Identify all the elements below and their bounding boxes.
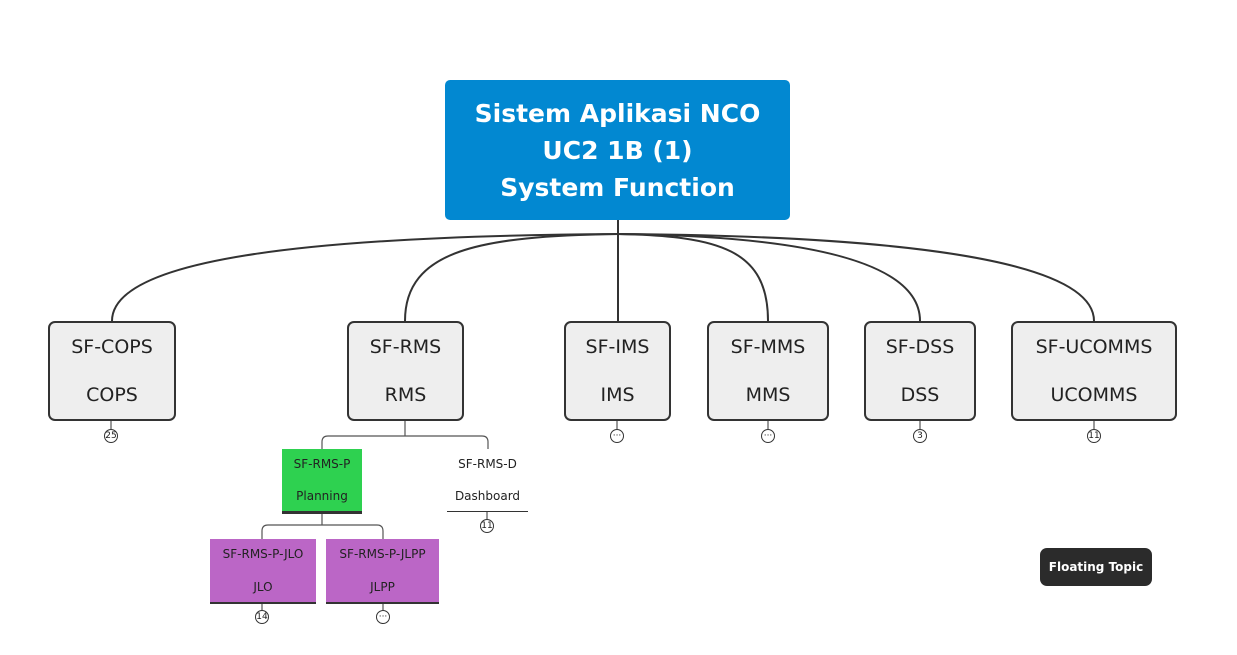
- floating-topic[interactable]: Floating Topic: [1040, 548, 1152, 586]
- topic-sf-ucomms[interactable]: SF-UCOMMS UCOMMS: [1011, 321, 1177, 421]
- topic-sf-ims[interactable]: SF-IMS IMS: [564, 321, 671, 421]
- connector-rms: [404, 233, 619, 322]
- collapsed-count-badge[interactable]: 14: [255, 610, 269, 624]
- subtopic-code: SF-RMS-P: [293, 457, 351, 471]
- subtopic-sf-rms-d[interactable]: SF-RMS-D Dashboard: [447, 449, 528, 512]
- topic-name: COPS: [86, 384, 138, 406]
- connector-ucomms: [617, 233, 1095, 322]
- central-topic[interactable]: Sistem Aplikasi NCO UC2 1B (1) System Fu…: [445, 80, 790, 220]
- topic-code: SF-UCOMMS: [1035, 336, 1153, 358]
- central-topic-line-1: Sistem Aplikasi NCO: [474, 98, 761, 128]
- subtopic-sf-rms-p-jlpp[interactable]: SF-RMS-P-JLPP JLPP: [326, 539, 439, 604]
- subtopic-sf-rms-p[interactable]: SF-RMS-P Planning: [282, 449, 362, 514]
- collapsed-ellipsis-badge[interactable]: ···: [376, 610, 390, 624]
- topic-sf-dss[interactable]: SF-DSS DSS: [864, 321, 976, 421]
- collapsed-count-badge[interactable]: 3: [913, 429, 927, 443]
- subtopic-name: JLO: [253, 580, 273, 594]
- connector-planning-children: [261, 514, 384, 539]
- connector-mms: [617, 233, 769, 322]
- subtopic-sf-rms-p-jlo[interactable]: SF-RMS-P-JLO JLO: [210, 539, 316, 604]
- subtopic-name: Dashboard: [454, 489, 521, 503]
- subtopic-code: SF-RMS-P-JLO: [222, 547, 304, 561]
- subtopic-name: JLPP: [370, 580, 395, 594]
- collapsed-count-badge[interactable]: 11: [1087, 429, 1101, 443]
- topic-code: SF-COPS: [71, 336, 153, 358]
- central-topic-line-3: System Function: [500, 172, 735, 202]
- collapsed-ellipsis-badge[interactable]: ···: [610, 429, 624, 443]
- connector-dss: [617, 233, 921, 322]
- subtopic-code: SF-RMS-D: [458, 457, 517, 471]
- topic-sf-rms[interactable]: SF-RMS RMS: [347, 321, 464, 421]
- topic-name: DSS: [900, 384, 940, 406]
- collapsed-count-badge[interactable]: 11: [480, 519, 494, 533]
- topic-name: RMS: [384, 384, 427, 406]
- subtopic-code: SF-RMS-P-JLPP: [339, 547, 426, 561]
- collapsed-ellipsis-badge[interactable]: ···: [761, 429, 775, 443]
- topic-name: MMS: [745, 384, 791, 406]
- topic-code: SF-DSS: [885, 336, 955, 358]
- central-topic-line-2: UC2 1B (1): [542, 135, 693, 165]
- topic-name: IMS: [600, 384, 635, 406]
- collapsed-count-badge[interactable]: 25: [104, 429, 118, 443]
- connector-rms-children: [321, 421, 489, 449]
- connector-cops: [111, 220, 619, 322]
- topic-code: SF-MMS: [730, 336, 806, 358]
- topic-name: UCOMMS: [1050, 384, 1138, 406]
- topic-code: SF-RMS: [369, 336, 442, 358]
- subtopic-name: Planning: [296, 489, 348, 503]
- topic-code: SF-IMS: [585, 336, 650, 358]
- topic-sf-cops[interactable]: SF-COPS COPS: [48, 321, 176, 421]
- topic-sf-mms[interactable]: SF-MMS MMS: [707, 321, 829, 421]
